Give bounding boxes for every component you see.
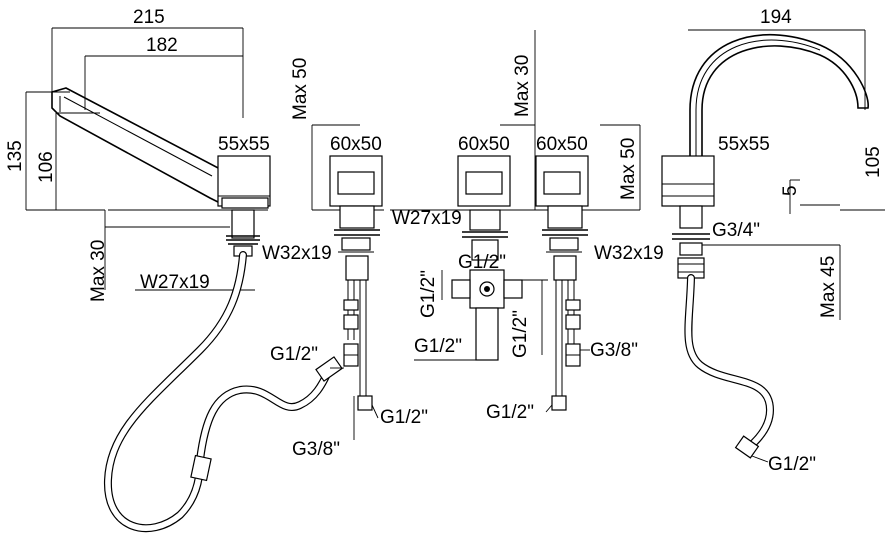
- dim-5: 5: [780, 185, 801, 196]
- dim-105: 105: [863, 146, 884, 178]
- thread-g12-left: G1/2": [418, 270, 439, 318]
- dim-55x55-right: 55x55: [718, 134, 770, 155]
- dim-max50-b: Max 50: [618, 138, 639, 200]
- thread-g12-valve-a: G1/2": [380, 407, 428, 428]
- dim-max30-left: Max 30: [88, 240, 109, 302]
- dim-max30-mid: Max 30: [512, 55, 533, 117]
- hand-shower-group: [25, 27, 343, 533]
- spout-group: [661, 29, 885, 463]
- dim-60x50-c: 60x50: [536, 134, 588, 155]
- dim-w32x19-a: W32x19: [262, 243, 332, 264]
- thread-g38-right: G3/8": [590, 340, 638, 361]
- dim-w27x19-left: W27x19: [140, 272, 210, 293]
- thread-g12-hose: G1/2": [270, 344, 318, 365]
- dim-182: 182: [146, 35, 178, 56]
- dim-w32x19-b: W32x19: [594, 243, 664, 264]
- dim-max50-a: Max 50: [290, 58, 311, 120]
- dim-194: 194: [760, 7, 792, 28]
- dim-max45: Max 45: [818, 256, 839, 318]
- thread-g12-right: G1/2": [768, 454, 816, 475]
- dim-60x50-b: 60x50: [458, 134, 510, 155]
- dim-60x50-a: 60x50: [330, 134, 382, 155]
- thread-g38-left: G3/8": [292, 439, 340, 460]
- valve-a-group: [311, 124, 384, 440]
- dimension-labels: 215 182 135 106 55x55 Max 30 W27x19 Max …: [5, 7, 884, 475]
- dim-215: 215: [133, 7, 165, 28]
- valve-b-group: [535, 124, 641, 413]
- diverter-group: [390, 30, 548, 361]
- dim-w27x19-mid: W27x19: [392, 208, 462, 229]
- dim-135: 135: [5, 140, 26, 172]
- thread-g12-valve-b: G1/2": [486, 402, 534, 423]
- thread-g12-top: G1/2": [458, 252, 506, 273]
- dim-106: 106: [36, 151, 57, 183]
- dim-55x55-left: 55x55: [218, 134, 270, 155]
- thread-g12-vert: G1/2": [510, 310, 531, 358]
- thread-g12-bottom: G1/2": [414, 336, 462, 357]
- thread-g34: G3/4": [712, 220, 760, 241]
